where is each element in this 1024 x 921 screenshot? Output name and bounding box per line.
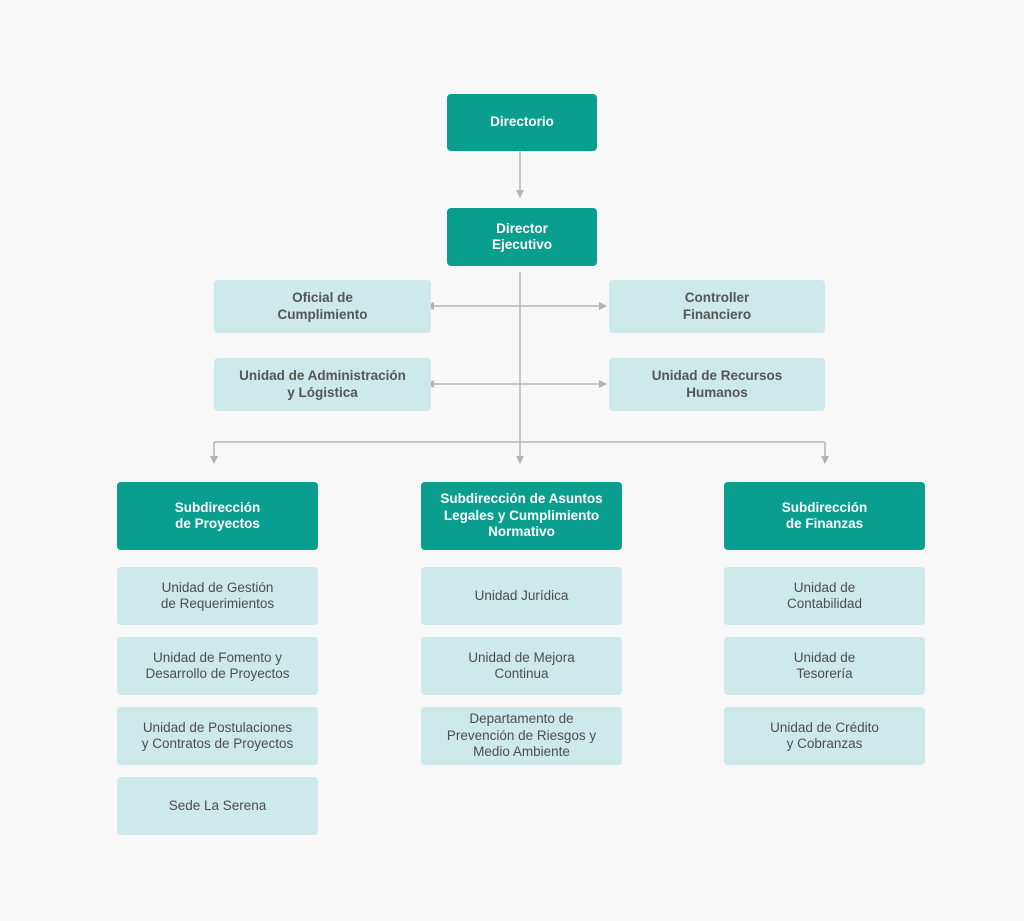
node-subdireccion-finanzas: Subdirección de Finanzas: [724, 482, 925, 550]
node-unit: Unidad de Postulaciones y Contratos de P…: [117, 707, 318, 765]
node-unit: Unidad de Gestión de Requerimientos: [117, 567, 318, 625]
node-unit: Sede La Serena: [117, 777, 318, 835]
node-unit: Unidad de Tesorería: [724, 637, 925, 695]
node-unidad-administracion: Unidad de Administración y Lógistica: [214, 358, 431, 411]
node-controller-financiero: Controller Financiero: [609, 280, 825, 333]
node-director-ejecutivo: Director Ejecutivo: [447, 208, 597, 266]
node-oficial-cumplimiento: Oficial de Cumplimiento: [214, 280, 431, 333]
node-directorio: Directorio: [447, 94, 597, 151]
node-unit: Unidad de Contabilidad: [724, 567, 925, 625]
node-unit: Unidad de Mejora Continua: [421, 637, 622, 695]
node-unit: Departamento de Prevención de Riesgos y …: [421, 707, 622, 765]
node-subdireccion-asuntos-legales: Subdirección de Asuntos Legales y Cumpli…: [421, 482, 622, 550]
node-unit: Unidad Jurídica: [421, 567, 622, 625]
node-unidad-recursos-humanos: Unidad de Recursos Humanos: [609, 358, 825, 411]
node-unit: Unidad de Crédito y Cobranzas: [724, 707, 925, 765]
node-subdireccion-proyectos: Subdirección de Proyectos: [117, 482, 318, 550]
node-unit: Unidad de Fomento y Desarrollo de Proyec…: [117, 637, 318, 695]
